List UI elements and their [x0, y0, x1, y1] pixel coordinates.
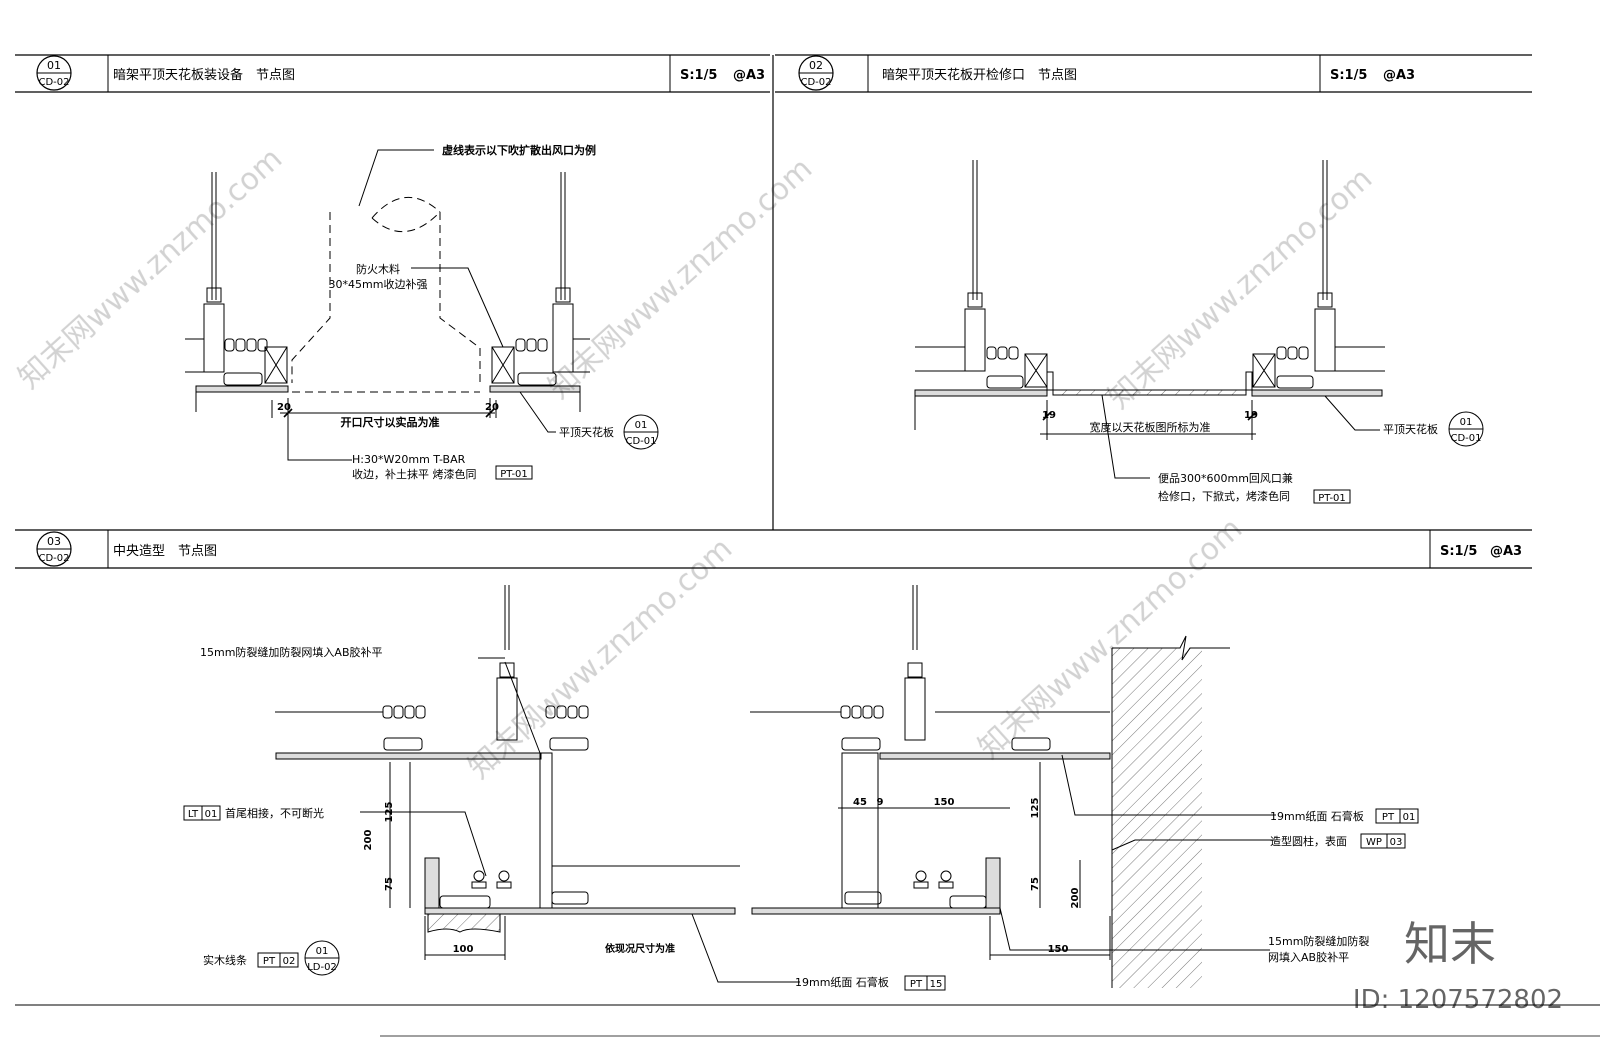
- watermark-diag-4: 知末网www.znzmo.com: [462, 531, 739, 786]
- lt-tag-b: 01: [205, 809, 218, 820]
- dim-75-right: 75: [1030, 877, 1041, 891]
- brand-logo-text: 知末: [1404, 917, 1496, 971]
- panel-03-scale: S:1/5: [1440, 544, 1477, 559]
- panel-02-ceiling-note: 平顶天花板: [1383, 422, 1438, 436]
- panel-01-callout-num: 01: [635, 420, 648, 431]
- dim-right-20: 20: [485, 402, 499, 413]
- gypsum-bottom-tag-a: PT: [910, 979, 923, 990]
- column-tag-a: WP: [1366, 837, 1382, 848]
- panel-01-callout-ref: CD-01: [625, 436, 656, 447]
- panel-01-annotations: 虚线表示以下吹扩散出风口为例 防火木料 30*45mm收边补强 20 20 开口…: [277, 143, 656, 481]
- watermark-diag-2: 知末网www.znzmo.com: [542, 151, 819, 406]
- brand-watermark: 知末 ID: 1207572802: [1353, 917, 1563, 1015]
- panel-02-drawing: [914, 160, 1484, 504]
- panel-01-paper: @A3: [733, 68, 765, 83]
- image-id-text: ID: 1207572802: [1353, 985, 1563, 1015]
- panel-02-scale: S:1/5: [1330, 68, 1367, 83]
- dim-150-bottom: 150: [1048, 944, 1069, 955]
- opening-size-note: 开口尺寸以实品为准: [341, 415, 440, 429]
- wood-tag-b: 02: [283, 956, 296, 967]
- panel-02-annotations: 19 19 宽度以天花板图所标为准 平顶天花板 01 CD-01 便品300*6…: [1042, 410, 1481, 504]
- panel-03-annotations: 15mm防裂缝加防裂网填入AB胶补平 LT 01 首尾相接，不可断光 实木线条 …: [188, 645, 1416, 990]
- dim-150-top: 150: [934, 797, 955, 808]
- gypsum-right-tag-a: PT: [1382, 812, 1395, 823]
- dim-left-20: 20: [277, 402, 291, 413]
- panel-02-title: 暗架平顶天花板开检修口 节点图: [882, 67, 1077, 83]
- crack-right-note: 15mm防裂缝加防裂: [1268, 934, 1369, 948]
- crack-right-note-2: 网填入AB胶补平: [1268, 950, 1349, 964]
- site-dim-note: 依现况尺寸为准: [605, 942, 675, 955]
- panel-02-number: 02: [809, 59, 823, 72]
- panel-02-paper: @A3: [1383, 68, 1415, 83]
- access-width-note: 宽度以天花板图所标为准: [1090, 420, 1211, 434]
- panel-02-callout-ref: CD-01: [1450, 433, 1481, 444]
- panel-01-number-bubble: 01 CD-02: [36, 55, 72, 91]
- panel-01-ref: CD-02: [38, 77, 69, 88]
- panel-02-ref: CD-02: [800, 77, 831, 88]
- gypsum-right-tag-b: 01: [1403, 812, 1416, 823]
- panel-01-title: 暗架平顶天花板装设备 节点图: [113, 67, 295, 83]
- dim-9: 9: [877, 797, 884, 808]
- panel-03-title: 中央造型 节点图: [113, 544, 217, 559]
- panel-03-number: 03: [47, 535, 61, 548]
- panel-03-number-bubble: 03 CD-02: [36, 531, 72, 567]
- column-tag-b: 03: [1390, 837, 1403, 848]
- dim-125-left: 125: [384, 802, 395, 823]
- column-note: 造型圆柱，表面: [1270, 834, 1347, 848]
- watermark-diag-5: 知末网www.znzmo.com: [972, 511, 1249, 766]
- gypsum-bottom-note: 19mm纸面 石膏板: [795, 975, 889, 989]
- lt-note: 首尾相接，不可断光: [225, 806, 324, 820]
- dim-125-right: 125: [1030, 798, 1041, 819]
- tbar-finish-tag: PT-01: [500, 469, 528, 480]
- panel-01-number: 01: [47, 59, 61, 72]
- panel-01-scale: S:1/5: [680, 68, 717, 83]
- crack-top-note: 15mm防裂缝加防裂网填入AB胶补平: [200, 645, 383, 659]
- dim-45: 45: [853, 797, 867, 808]
- dim-100: 100: [453, 944, 474, 955]
- gypsum-right-note: 19mm纸面 石膏板: [1270, 809, 1364, 823]
- panel-03-paper: @A3: [1490, 544, 1522, 559]
- panel-03-drawing: [183, 585, 1419, 991]
- dim-200-left: 200: [363, 830, 374, 851]
- dim-75-left: 75: [384, 877, 395, 891]
- fire-wood-note: 防火木料: [356, 262, 400, 276]
- panel-03-ref: CD-02: [38, 553, 69, 564]
- panel-02-number-bubble: 02 CD-02: [798, 55, 834, 91]
- access-panel-finish-note: 检修口，下掀式，烤漆色同: [1158, 489, 1290, 503]
- lt-tag-a: LT: [188, 809, 199, 820]
- fire-wood-size-note: 30*45mm收边补强: [329, 277, 428, 291]
- access-panel-tag: PT-01: [1318, 493, 1346, 504]
- title-bar-panel-02: 02 CD-02 暗架平顶天花板开检修口 节点图 S:1/5 @A3: [775, 54, 1532, 93]
- wood-tag-a: PT: [263, 956, 276, 967]
- wood-strip-note: 实木线条: [203, 953, 247, 967]
- dim-left-19: 19: [1042, 410, 1056, 421]
- tbar-note: H:30*W20mm T-BAR: [352, 453, 466, 466]
- access-panel-note: 便品300*600mm回风口兼: [1158, 472, 1293, 485]
- dim-200-right: 200: [1070, 888, 1081, 909]
- ceiling-board-note: 平顶天花板: [559, 425, 614, 439]
- watermark-diag-1: 知末网www.znzmo.com: [12, 141, 289, 396]
- watermark-diag-3: 知末网www.znzmo.com: [1102, 161, 1379, 416]
- title-bar-panel-01: 01 CD-02 暗架平顶天花板装设备 节点图 S:1/5 @A3: [15, 54, 770, 93]
- dim-right-19: 19: [1244, 410, 1258, 421]
- tbar-finish-note: 收边，补土抹平 烤漆色同: [352, 467, 477, 481]
- panel-02-callout-num: 01: [1460, 417, 1473, 428]
- diffuser-note: 虚线表示以下吹扩散出风口为例: [442, 143, 596, 157]
- title-bar-panel-03: 03 CD-02 中央造型 节点图 S:1/5 @A3: [15, 529, 1532, 569]
- panel-03-callout-num: 01: [316, 946, 329, 957]
- gypsum-bottom-tag-b: 15: [930, 979, 943, 990]
- panel-01-drawing: [185, 149, 659, 480]
- panel-03-callout-ref: LD-02: [307, 962, 337, 973]
